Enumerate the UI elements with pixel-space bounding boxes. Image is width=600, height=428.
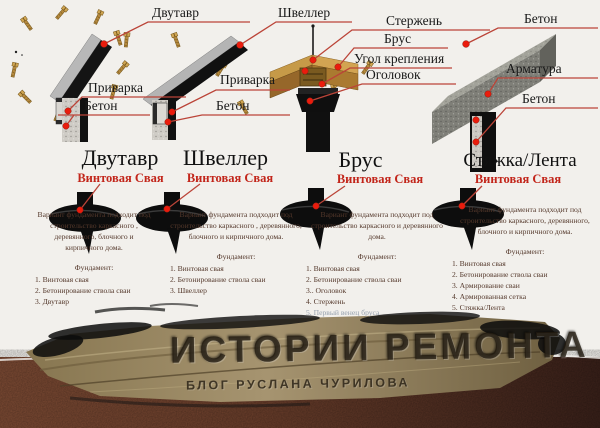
callout-label-beton-4: Бетон [522, 91, 556, 106]
list-item: 3. Двутавр [35, 297, 70, 306]
pile-label-4: Винтовая Свая [474, 172, 562, 186]
list-item: 1. Винтовая свая [35, 275, 89, 284]
list-item: 4. Армированная сетка [452, 292, 527, 301]
column-title-shveller: Швеллер [183, 145, 268, 170]
callout-label-beton-top: Бетон [524, 11, 558, 26]
callout-label-privarka-1: Приварка [88, 80, 144, 95]
list-item: 4. Стержень [306, 297, 346, 306]
list-item: 1. Винтовая свая [170, 264, 224, 273]
description-text: Вариант фундамента подходит под строител… [170, 210, 302, 241]
pile-label-3: Винтовая Свая [336, 172, 424, 186]
description-text: Вариант фундамента подходит под строител… [37, 210, 151, 252]
description-text: Вариант фундамента подходит под строител… [311, 210, 443, 241]
callout-label-shveller: Швеллер [278, 5, 331, 20]
list-item: 1. Винтовая свая [306, 264, 360, 273]
column-title-styazhka: Стяжка/Лента [463, 150, 577, 171]
callout-label-ugol-krepleniya: Угол крепления [354, 51, 445, 66]
callout-label-beton-2: Бетон [216, 98, 250, 113]
anchor-dots [62, 40, 492, 214]
column-title-dvutavr: Двутавр [81, 145, 159, 170]
list-item: 3.. Оголовок [306, 286, 347, 295]
list-item: 3. Швеллер [170, 286, 207, 295]
pile-label-2: Винтовая Свая [186, 171, 274, 185]
paint-smear [32, 303, 566, 408]
callout-label-brus: Брус [384, 31, 412, 46]
pile-label-1: Винтовая Свая [77, 171, 164, 185]
pile-cap [296, 88, 340, 152]
description-column-4: Вариант фундамента подходит под строител… [452, 204, 598, 313]
list-item: 1. Винтовая свая [452, 259, 506, 268]
callout-label-privarka-2: Приварка [220, 72, 276, 87]
list-item: 5. Стяжка/Лента [452, 303, 505, 312]
callout-label-beton-1: Бетон [84, 98, 118, 113]
list-heading: Фундамент: [357, 252, 397, 261]
list-heading: Фундамент: [74, 263, 114, 272]
banner-title: ИСТОРИИ РЕМОНТА [169, 323, 589, 371]
list-item: 2. Бетонирование ствола сваи [452, 270, 548, 279]
callout-label-armatura: Арматура [506, 61, 562, 76]
list-item: 2. Бетонирование ствола сваи [170, 275, 266, 284]
pile-head [152, 100, 176, 140]
description-text: Вариант фундамента подходит под строител… [460, 205, 590, 236]
wood-log [26, 303, 566, 408]
list-heading: Фундамент: [216, 252, 256, 261]
list-item: 2. Бетонирование ствола сваи [35, 286, 131, 295]
screw-icon [9, 5, 375, 123]
description-column-3: Вариант фундамента подходит под строител… [306, 209, 448, 318]
callout-label-sterzhen: Стержень [386, 13, 442, 28]
list-item: 2. Бетонирование ствола сваи [306, 275, 402, 284]
list-item: 5. Первый венец бруса [306, 308, 380, 317]
callout-label-ogolovok: Оголовок [366, 67, 421, 82]
description-column-2: Вариант фундамента подходит под строител… [170, 209, 302, 296]
leader-lines [58, 21, 598, 211]
column-title-brus: Брус [338, 147, 383, 172]
callout-label-dvutavr: Двутавр [152, 5, 200, 20]
description-column-1: Вариант фундамента подходит под строител… [35, 209, 153, 307]
list-heading: Фундамент: [505, 247, 545, 256]
list-item: 3. Армирование сваи [452, 281, 520, 290]
